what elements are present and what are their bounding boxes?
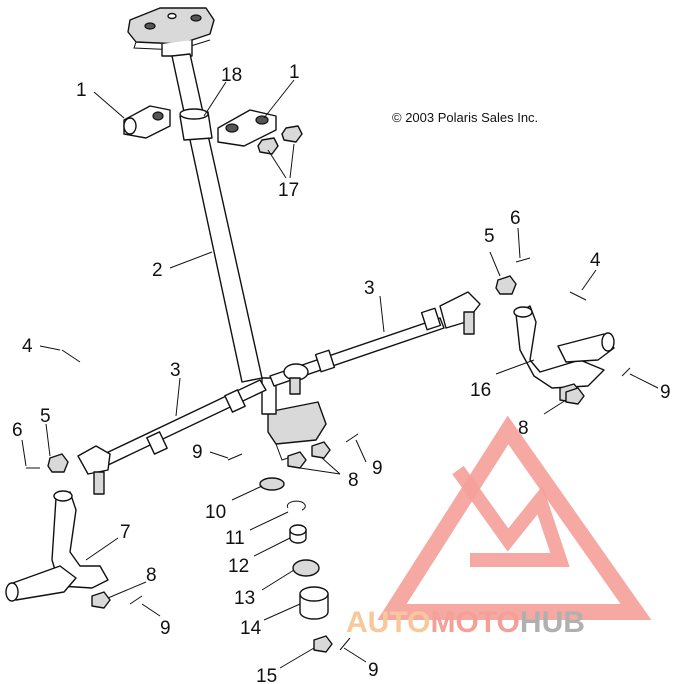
watermark-word-hub: HUB [520,606,585,639]
snap-ring-11 [286,500,306,511]
callout-9-right: 9 [660,382,671,403]
callout-6-left: 6 [12,420,23,441]
callout-5-right: 5 [484,226,495,247]
watermark-brand-text: AUTOMOTOHUB [346,606,585,639]
cotter-9-right [621,367,631,377]
spindle-left [5,490,109,602]
tie-rod-upper [269,291,481,395]
callout-4-right: 4 [590,250,601,271]
leader-lines [21,79,659,669]
cotter-pin-right [515,257,531,263]
seal-13 [292,559,320,577]
nut-8-left [91,591,111,609]
nut-8-right [565,387,585,405]
callout-4-left: 4 [22,336,33,357]
callout-14: 14 [240,618,262,639]
callout-1-left: 1 [76,80,87,101]
callout-12: 12 [228,556,249,577]
castle-nut-left [47,453,69,473]
callout-2: 2 [152,260,163,281]
spindle-right [513,305,615,403]
watermark-triangle-inner [452,465,570,567]
cotter-9-center-b [345,433,359,443]
callout-5-left: 5 [40,406,51,427]
watermark-triangle-outer [377,415,652,620]
nut-8-center-a [287,451,307,469]
callout-11: 11 [225,528,245,549]
watermark-word-moto: MOTO [430,606,519,639]
callout-8-left: 8 [146,565,157,586]
callout-9-center-a: 9 [192,442,203,463]
callout-9-bottom: 9 [368,660,379,681]
castle-nut-right [495,275,517,295]
callout-10: 10 [205,502,226,523]
steering-post [127,7,327,461]
washer-10 [259,477,285,491]
tie-rod-lower [77,379,267,495]
pin-4-right [569,291,587,301]
callout-3-upper: 3 [364,278,375,299]
cotter-9-bottom [339,637,351,651]
nuts-17 [257,125,303,155]
copyright-notice: © 2003 Polaris Sales Inc. [392,110,538,125]
callout-13: 13 [234,588,255,609]
callout-15: 15 [256,666,277,684]
watermark-logo [377,415,652,620]
callout-3-lower: 3 [170,360,181,381]
watermark-word-auto: AUTO [346,606,430,639]
callout-9-center-b: 9 [372,458,383,479]
callout-7: 7 [120,522,131,543]
nut-8-center-b [311,441,331,459]
callout-16: 16 [470,380,491,401]
callout-18: 18 [221,65,242,86]
pin-4-left [61,349,81,363]
nut-15 [313,635,333,653]
callout-8-center: 8 [348,470,359,491]
callout-17: 17 [278,180,299,201]
clamp-left [123,105,171,139]
clamp-right [217,109,277,147]
callout-6-right: 6 [510,208,521,229]
cotter-9-center-a [227,453,243,461]
steering-shaft [171,53,263,383]
cotter-9-left [129,595,143,605]
steering-lower-arm [267,401,327,445]
callout-9-left: 9 [160,618,171,639]
callout-8-right: 8 [518,418,529,439]
callout-1-right: 1 [289,62,300,83]
